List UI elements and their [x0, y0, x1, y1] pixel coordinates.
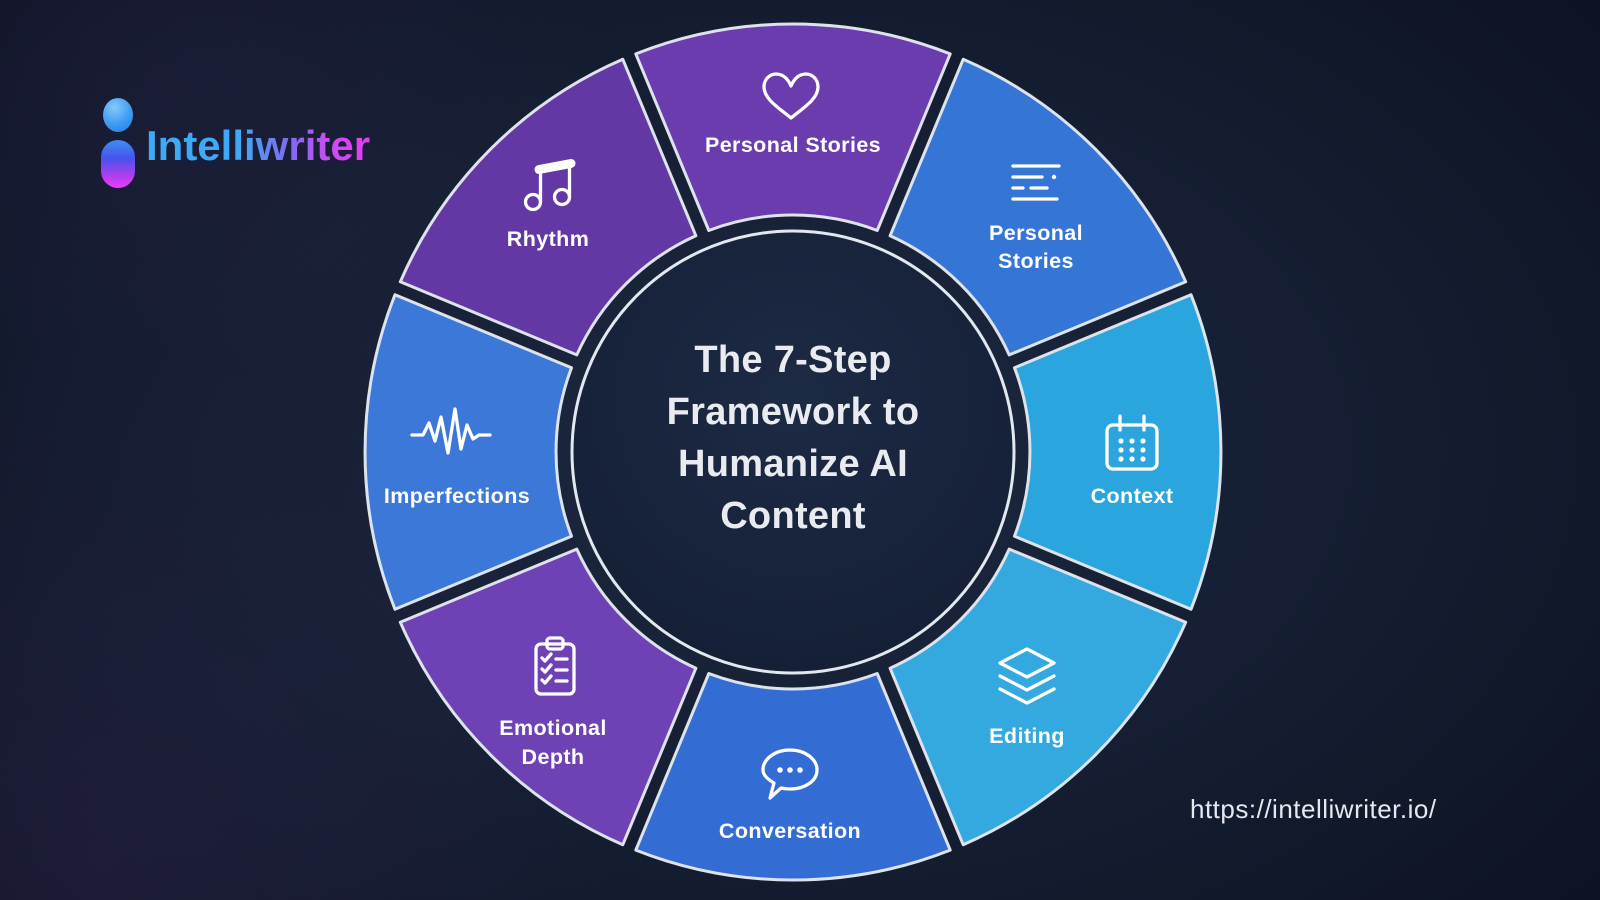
- center-hub: [570, 229, 1016, 675]
- title-line: The 7-Step: [694, 339, 892, 381]
- segment-label: Personal Stories: [705, 133, 881, 157]
- segment-conversation: [634, 672, 952, 882]
- segment-personal-stories-1: [634, 22, 952, 232]
- segment-label: Conversation: [719, 819, 861, 843]
- logo-i-icon: [100, 98, 136, 188]
- segment-label: Context: [1091, 484, 1174, 508]
- segment-label: Emotional: [499, 716, 607, 740]
- segment-label: Personal: [989, 221, 1083, 245]
- layers-icon: [998, 647, 1056, 705]
- title-line: Content: [720, 495, 866, 537]
- segment-label: Stories: [998, 249, 1074, 273]
- waveform-icon: [410, 407, 492, 455]
- segment-emotional-depth: [398, 547, 698, 847]
- segment-label: Depth: [522, 745, 585, 769]
- title-line: Humanize AI: [678, 443, 908, 485]
- segment-label: Editing: [989, 724, 1065, 748]
- chat-bubble-icon: [761, 748, 819, 800]
- wheel-center-title: The 7-Step Framework to Humanize AI Cont…: [578, 334, 1008, 542]
- website-url: https://intelliwriter.io/: [1190, 794, 1437, 824]
- segment-context: [1013, 293, 1223, 611]
- clipboard-checklist-icon: [534, 636, 576, 696]
- calendar-icon: [1105, 414, 1159, 471]
- music-note-icon: [523, 159, 576, 212]
- segment-label: Imperfections: [384, 484, 530, 508]
- brand-name: Intelliwriter: [146, 122, 371, 169]
- segment-label: Rhythm: [507, 227, 589, 251]
- segment-imperfections: [363, 293, 573, 611]
- title-line: Framework to: [666, 391, 920, 433]
- segment-rhythm: [398, 57, 698, 357]
- logo-i-body: [101, 140, 135, 188]
- logo-i-dot: [103, 98, 133, 132]
- segment-personal-stories-2: [888, 57, 1188, 357]
- text-lines-icon: [1011, 164, 1061, 201]
- heart-icon: [762, 72, 820, 120]
